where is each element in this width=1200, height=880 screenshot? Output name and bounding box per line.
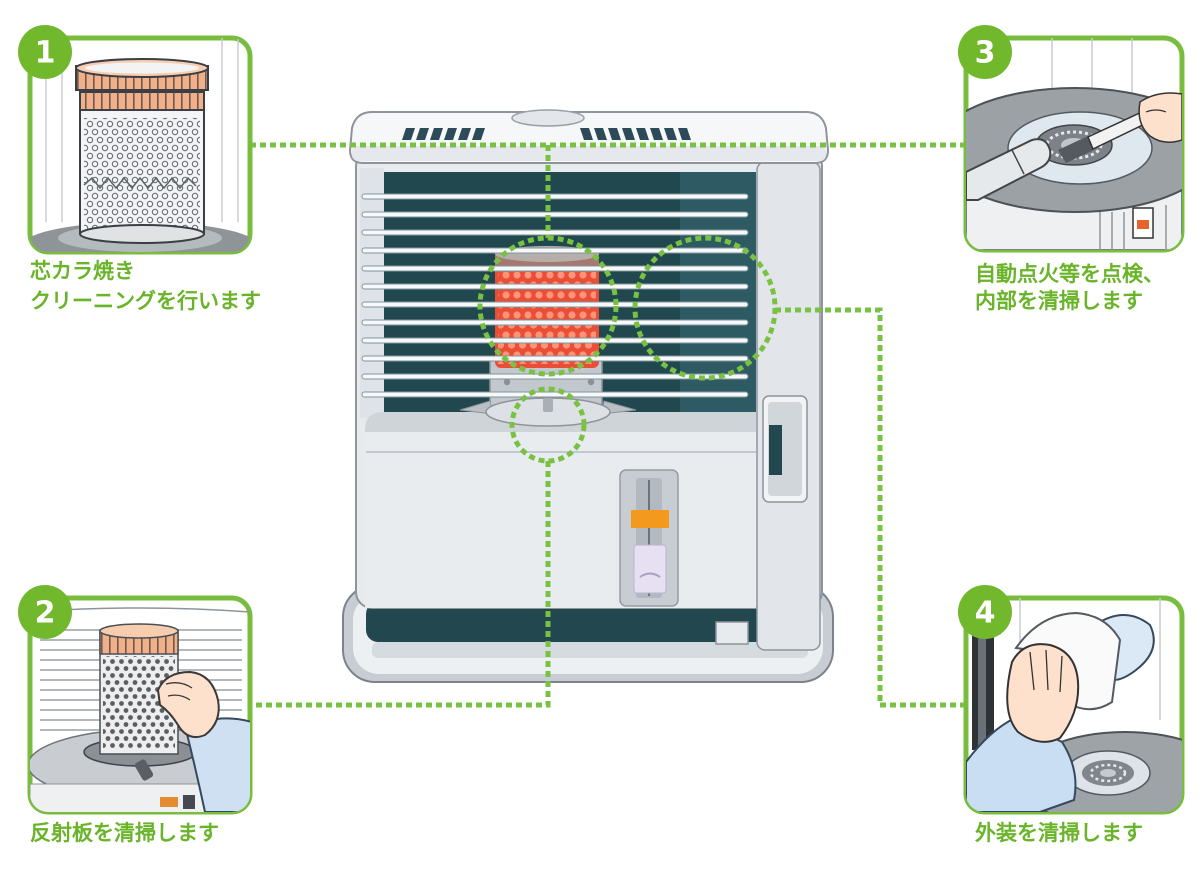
- wick-bottom: [79, 224, 205, 244]
- heater-top-cap-front: [352, 146, 826, 161]
- badge-number: 2: [35, 596, 56, 631]
- burner-bolt: [543, 398, 553, 412]
- callout-1-line-2: クリーニングを行います: [30, 289, 261, 313]
- top-vents-left: [402, 128, 485, 140]
- vacuum-nozzle: [966, 138, 1052, 201]
- top-vents-right: [580, 128, 691, 140]
- wick-holes: [84, 118, 200, 230]
- grille-bar: [361, 193, 749, 200]
- burner-ring-holes: [1089, 763, 1127, 783]
- brush-bristles: [1058, 136, 1094, 163]
- callout-4-line-1: 外装を清掃します: [975, 821, 1143, 845]
- grille-bar: [361, 319, 749, 326]
- top-vent-slot: [608, 128, 621, 140]
- top-vent-slot: [458, 128, 471, 140]
- right-vent-slot: [769, 425, 782, 475]
- wick-zigzag: [83, 176, 197, 190]
- hand-finger-line: [1045, 649, 1049, 691]
- adjust-knob: [134, 759, 154, 781]
- top-vent-slot: [664, 128, 677, 140]
- badge-number: 3: [975, 36, 996, 71]
- callout-1-line-1: 芯カラ焼き: [30, 259, 135, 283]
- switch: [183, 795, 195, 809]
- badge: [958, 585, 1012, 639]
- hand-finger-line: [165, 682, 193, 689]
- highlight-circle-reflector: [509, 386, 587, 464]
- burner-screw-left: [503, 378, 511, 386]
- badge: [18, 585, 72, 639]
- fuel-gauge-indicator: [631, 510, 669, 528]
- callout-panel-4: 4: [958, 585, 1185, 815]
- top-vent-slot: [430, 128, 443, 140]
- grille-bar: [361, 211, 749, 218]
- badge-number: 4: [975, 596, 996, 631]
- callout-3-line-2: 内部を清掃します: [975, 289, 1143, 313]
- grille-bar: [361, 265, 749, 272]
- leader-line-4: [775, 307, 966, 708]
- top-vent-slot: [594, 128, 607, 140]
- callout-3-line-1: 自動点火等を点検、: [975, 262, 1164, 286]
- indicator-lamp: [160, 797, 178, 807]
- callout-panel-1: 1: [18, 25, 253, 255]
- burner-center: [1100, 769, 1116, 777]
- badge: [18, 25, 72, 79]
- top-vent-slot: [472, 128, 485, 140]
- heater-left-wall: [360, 168, 384, 418]
- badge-number: 1: [35, 36, 56, 71]
- grille-bar: [361, 391, 749, 398]
- leader-lines: [250, 142, 966, 708]
- hand-finger-line: [167, 694, 191, 701]
- grille-bar: [361, 337, 749, 344]
- wick-top-rim: [99, 623, 179, 639]
- callout-panel-3: 3: [958, 25, 1185, 253]
- hand-finger-line: [1029, 651, 1035, 691]
- wick-ring-lower: [79, 91, 205, 111]
- heater-window-reflector-depth: [680, 172, 756, 417]
- heater-top-hole: [511, 109, 585, 127]
- top-vent-slot: [636, 128, 649, 140]
- callout-2-line-1: 反射板を清掃します: [30, 821, 219, 845]
- highlight-circle-burner: [477, 235, 619, 377]
- panel-3-illustration: [966, 38, 1182, 250]
- top-vent-slot: [650, 128, 663, 140]
- grille-bar: [361, 373, 749, 380]
- fuel-gauge-float: [633, 544, 667, 594]
- hand: [1006, 643, 1080, 743]
- top-vent-slot: [580, 128, 593, 140]
- grille-bar: [361, 229, 749, 236]
- wick-top-opening: [85, 62, 199, 74]
- heater-base-shadow-band: [366, 602, 814, 642]
- ignition-switch-lamp: [1137, 220, 1149, 229]
- top-vent-slot: [402, 128, 415, 140]
- burner-screw-right: [587, 378, 595, 386]
- grille-bar: [361, 283, 749, 290]
- top-vent-slot: [622, 128, 635, 140]
- grille-bar: [361, 355, 749, 362]
- grille-bar: [361, 247, 749, 254]
- heater-side-edge-highlight: [978, 598, 986, 750]
- hand-finger-line: [1145, 109, 1167, 113]
- top-vent-slot: [416, 128, 429, 140]
- heater-illustration: [342, 109, 834, 683]
- panel-2-illustration: [30, 607, 250, 812]
- hand-finger-line: [1059, 655, 1063, 693]
- heater-base-block: [715, 621, 749, 645]
- vacuum-nozzle-band: [1011, 149, 1025, 175]
- top-vent-slot: [444, 128, 457, 140]
- callout-panel-2: 2: [18, 585, 253, 815]
- top-vent-slot: [678, 128, 691, 140]
- hand: [156, 670, 220, 738]
- fuel-gauge-float-mark: [639, 572, 661, 578]
- grille-bar: [361, 301, 749, 308]
- badge: [958, 25, 1012, 79]
- panel-4-illustration: [966, 598, 1182, 812]
- heater-base-lip: [372, 642, 808, 658]
- leader-line-2: [250, 461, 551, 708]
- hand: [1138, 92, 1182, 143]
- grille: [361, 193, 749, 398]
